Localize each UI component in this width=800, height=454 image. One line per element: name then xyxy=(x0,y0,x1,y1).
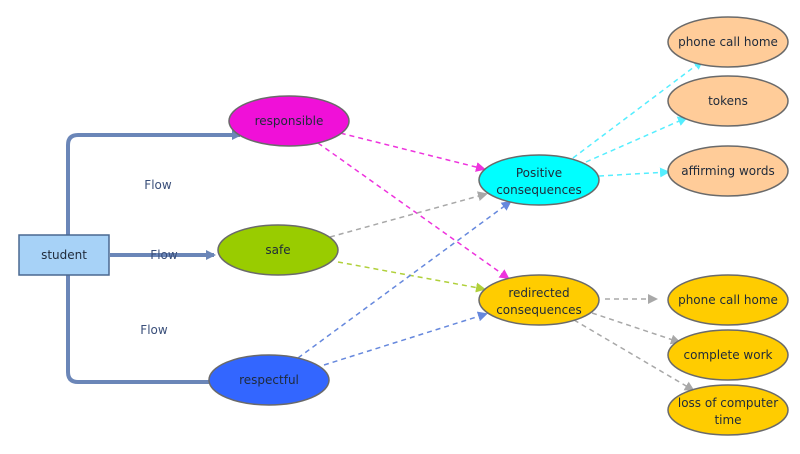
node-positive-line2: consequences xyxy=(496,183,582,197)
node-phone-call-home-redirected-label: phone call home xyxy=(678,293,778,307)
node-phone-call-home-positive-label: phone call home xyxy=(678,35,778,49)
flow-label-top: Flow xyxy=(144,178,172,192)
link-redirected-complete-work xyxy=(591,312,681,345)
node-student-label: student xyxy=(41,248,87,262)
link-positive-tokens xyxy=(585,116,688,163)
node-complete-work-label: complete work xyxy=(684,348,773,362)
node-safe-label: safe xyxy=(265,243,290,257)
node-redirected-line1: redirected xyxy=(508,286,569,300)
node-affirming-words[interactable]: affirming words xyxy=(667,145,789,197)
node-positive-consequences[interactable]: Positive consequences xyxy=(478,154,600,206)
node-tokens-label: tokens xyxy=(708,94,748,108)
node-redirected-consequences[interactable]: redirected consequences xyxy=(478,274,600,326)
node-affirming-words-label: affirming words xyxy=(681,164,775,178)
link-responsible-redirected xyxy=(317,142,510,280)
link-safe-positive xyxy=(329,191,488,238)
node-loss-of-computer-time[interactable]: loss of computer time xyxy=(667,384,789,436)
node-responsible-label: responsible xyxy=(255,114,324,128)
link-respectful-redirected xyxy=(323,311,488,366)
node-respectful-label: respectful xyxy=(239,373,299,387)
node-loss-line1: loss of computer xyxy=(678,396,778,410)
node-complete-work[interactable]: complete work xyxy=(667,329,789,381)
node-respectful[interactable]: respectful xyxy=(208,354,330,406)
node-loss-line2: time xyxy=(714,413,741,427)
flow-label-bottom: Flow xyxy=(140,323,168,337)
link-positive-affirming-words xyxy=(598,167,670,178)
link-responsible-positive xyxy=(331,130,486,172)
node-tokens[interactable]: tokens xyxy=(667,75,789,127)
node-positive-line1: Positive xyxy=(516,166,562,180)
flow-line-bottom xyxy=(66,275,248,387)
link-respectful-positive xyxy=(297,200,512,359)
flow-line-top xyxy=(66,130,242,235)
node-student[interactable]: student xyxy=(18,234,110,276)
node-safe[interactable]: safe xyxy=(217,224,339,276)
node-redirected-line2: consequences xyxy=(496,303,582,317)
node-phone-call-home-redirected[interactable]: phone call home xyxy=(667,274,789,326)
node-phone-call-home-positive[interactable]: phone call home xyxy=(667,16,789,68)
flow-label-middle: Flow xyxy=(150,248,178,262)
node-responsible[interactable]: responsible xyxy=(228,95,350,147)
